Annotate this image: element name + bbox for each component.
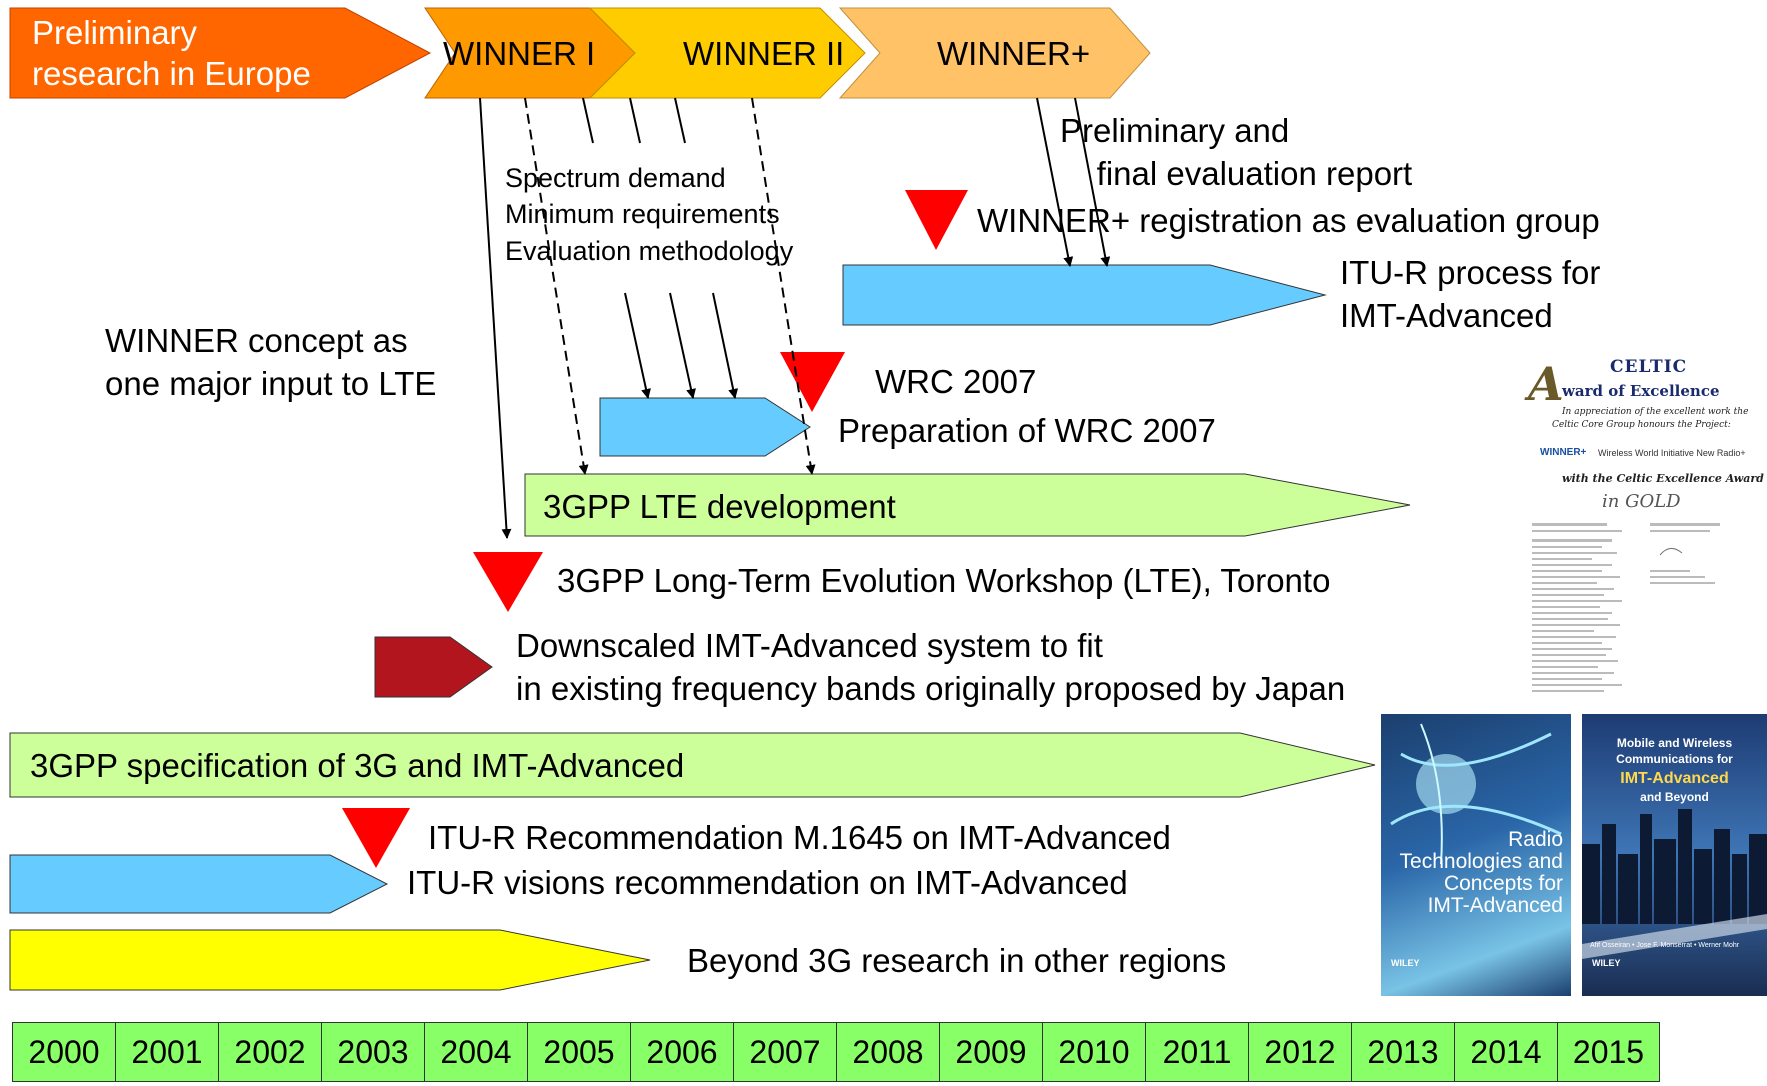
lte-development-label: 3GPP LTE development	[543, 488, 896, 525]
spectrum-arrow-3	[674, 97, 686, 144]
itu-process-label: ITU-R process for IMT-Advanced	[1340, 254, 1601, 334]
year-cell-2003: 2003	[321, 1022, 424, 1082]
concept-to-lte-arrow	[479, 97, 512, 539]
award-line1: In appreciation of the excellent work th…	[1562, 407, 1749, 417]
book2-editors: Afif Osseiran • Jose F. Monserrat • Wern…	[1590, 942, 1740, 949]
winner2-chevron	[588, 7, 866, 99]
year-cell-2002: 2002	[218, 1022, 321, 1082]
visions-label: ITU-R visions recommendation on IMT-Adva…	[407, 864, 1128, 901]
beyond3g-bar	[9, 929, 651, 991]
spec3g-bar	[9, 732, 1376, 798]
m1645-milestone-icon	[342, 808, 410, 868]
book2-publisher: WILEY	[1592, 958, 1621, 968]
downscaled-arrow	[374, 636, 493, 698]
book1-publisher: WILEY	[1391, 958, 1420, 968]
award-brand: CELTIC	[1610, 357, 1688, 377]
year-cell-2008: 2008	[836, 1022, 939, 1082]
spectrum-arrow-2	[629, 97, 641, 144]
book1-cover-art	[1390, 723, 1562, 865]
award-initial: A	[1528, 357, 1564, 411]
wrc-input-arrow-1	[624, 292, 651, 399]
award-project-desc: Wireless World Initiative New Radio+	[1598, 448, 1746, 458]
m1645-label: ITU-R Recommendation M.1645 on IMT-Advan…	[428, 819, 1171, 856]
evaluation-report-label: Preliminary and final evaluation report	[1060, 112, 1413, 192]
winnerplus-label: WINNER+	[937, 35, 1091, 72]
lte-development-bar	[524, 473, 1411, 537]
year-cell-2009: 2009	[939, 1022, 1042, 1082]
year-cell-2011: 2011	[1145, 1022, 1248, 1082]
eval-report-arrow-1	[1036, 97, 1074, 267]
registration-milestone-icon	[905, 190, 968, 250]
year-cell-2004: 2004	[424, 1022, 527, 1082]
winner1-label: WINNER I	[443, 35, 596, 72]
year-cell-2015: 2015	[1557, 1022, 1660, 1082]
spectrum-arrow-1	[582, 97, 594, 144]
award-line3: with the Celtic Excellence Award	[1562, 472, 1764, 485]
book2-title-sub: and Beyond	[1640, 790, 1709, 804]
year-cell-2007: 2007	[733, 1022, 836, 1082]
lte-workshop-milestone-icon	[473, 552, 543, 612]
award-fine-print	[1532, 523, 1720, 692]
itu-process-bar	[842, 264, 1327, 326]
wrc-prep-bar	[599, 397, 811, 457]
winner-concept-label: WINNER concept as one major input to LTE	[105, 322, 437, 402]
lte-workshop-label: 3GPP Long-Term Evolution Workshop (LTE),…	[557, 562, 1331, 599]
winner1-dashed-arrow	[524, 97, 589, 475]
year-cell-2012: 2012	[1248, 1022, 1351, 1082]
wrc-milestone-icon	[780, 352, 845, 412]
award-line2: Celtic Core Group honours the Project:	[1552, 420, 1731, 430]
visions-bar	[9, 854, 389, 914]
winnerplus-chevron	[838, 7, 1151, 99]
year-cell-2014: 2014	[1454, 1022, 1557, 1082]
winner2-label: WINNER II	[683, 35, 845, 72]
book2-skyline-art	[1582, 809, 1767, 959]
year-cell-2000: 2000	[12, 1022, 115, 1082]
year-cell-2001: 2001	[115, 1022, 218, 1082]
preliminary-research-label: Preliminary research in Europe	[32, 14, 311, 93]
book1-title: Radio Technologies and Concepts for IMT-…	[1399, 828, 1563, 918]
award-project: WINNER+	[1540, 447, 1587, 458]
year-cell-2013: 2013	[1351, 1022, 1454, 1082]
award-title: ward of Excellence	[1562, 382, 1720, 400]
wrc-input-arrow-3	[712, 292, 739, 399]
wrc-label: WRC 2007	[875, 363, 1037, 400]
spectrum-demand-label: Spectrum demand Minimum requirements Eva…	[505, 163, 794, 266]
book-cover-mobile-wireless: Mobile and Wireless Communications for I…	[1582, 714, 1767, 996]
registration-label: WINNER+ registration as evaluation group	[977, 202, 1600, 239]
year-cell-2005: 2005	[527, 1022, 630, 1082]
book-cover-radio-technologies: Radio Technologies and Concepts for IMT-…	[1381, 714, 1571, 996]
award-level: in GOLD	[1602, 491, 1681, 512]
book2-title-main: IMT-Advanced	[1620, 770, 1729, 787]
year-cell-2006: 2006	[630, 1022, 733, 1082]
year-cell-2010: 2010	[1042, 1022, 1145, 1082]
beyond3g-label: Beyond 3G research in other regions	[687, 942, 1227, 979]
wrc-input-arrow-2	[669, 292, 696, 399]
eval-report-arrow-2	[1074, 97, 1111, 267]
wrc-preparation-label: Preparation of WRC 2007	[838, 412, 1216, 449]
book2-title-top: Mobile and Wireless Communications for	[1616, 736, 1733, 766]
celtic-award-certificate: CELTIC A ward of Excellence In appreciat…	[1520, 355, 1764, 695]
preliminary-research-arrow	[9, 7, 432, 99]
downscaled-label: Downscaled IMT-Advanced system to fit in…	[516, 627, 1346, 707]
spec3g-label: 3GPP specification of 3G and IMT-Advance…	[30, 747, 685, 784]
